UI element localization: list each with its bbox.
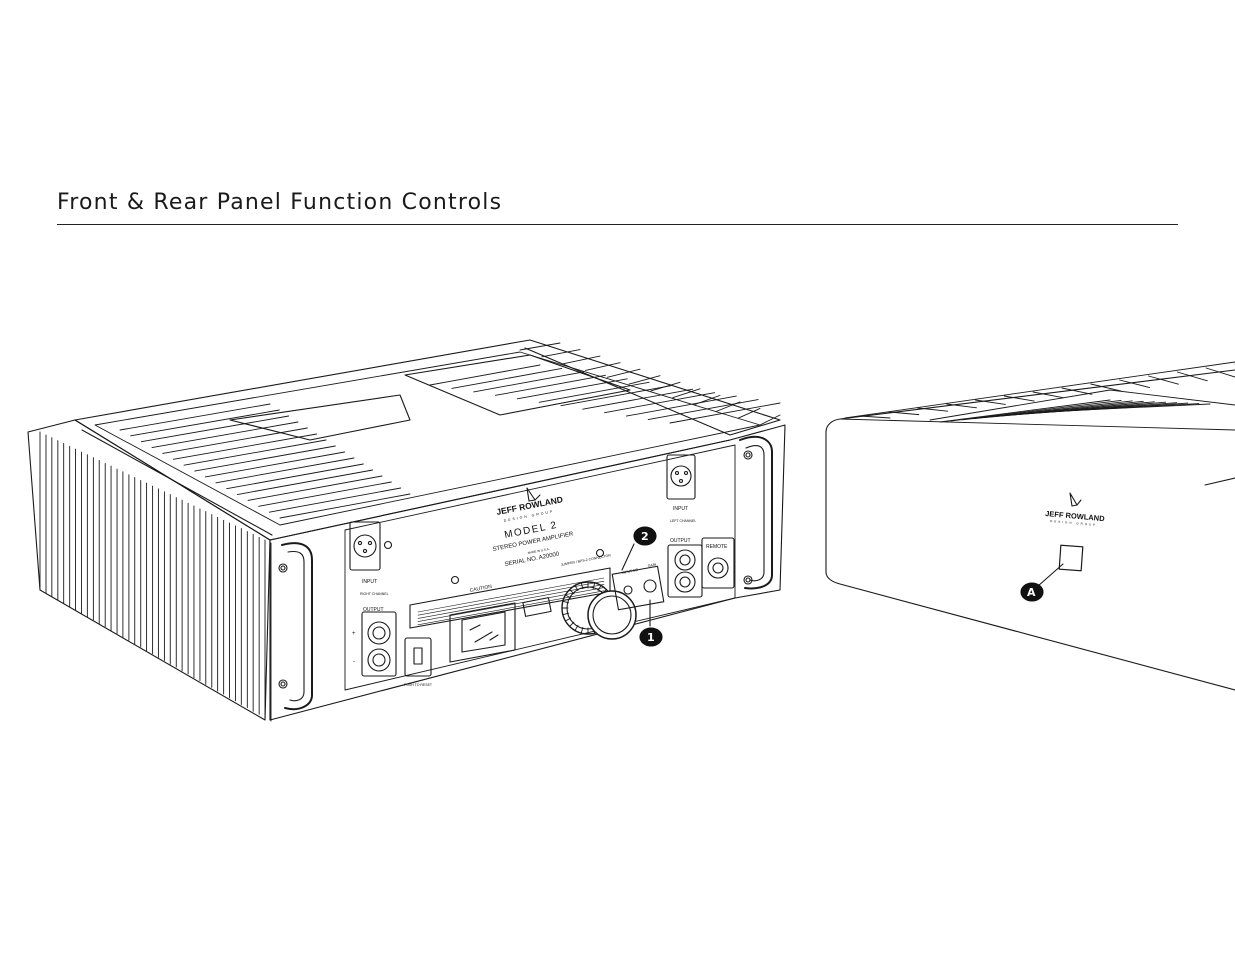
- callout-2-marker: 2: [633, 526, 657, 546]
- callout-1-marker: 1: [639, 627, 663, 647]
- jumper-label: JUMPER / BPS-2 CONNECTOR: [560, 553, 611, 567]
- made-in-label: MADE IN U.S.A.: [527, 547, 550, 555]
- standby-button: [1058, 544, 1084, 572]
- title-divider: [57, 224, 1178, 225]
- remote-label: REMOTE: [706, 544, 728, 550]
- svg-text:1: 1: [647, 631, 655, 644]
- input-left-label: INPUT: [673, 506, 688, 512]
- page-title: Front & Rear Panel Function Controls: [57, 190, 503, 215]
- caution-title: CAUTION: [469, 584, 493, 594]
- right-channel-label: RIGHT CHANNEL: [360, 592, 389, 596]
- gain-label: GAIN: [647, 562, 657, 568]
- svg-text:2: 2: [641, 530, 649, 543]
- front-brand-sub-label: DESIGN GROUP: [1050, 519, 1098, 527]
- push-to-reset-label: PUSH TO RESET: [404, 683, 433, 687]
- front-amplifier: JEFF ROWLAND DESIGN GROUP A: [825, 361, 1235, 691]
- input-right-label: INPUT: [362, 579, 377, 585]
- left-channel-label: LEFT CHANNEL: [670, 519, 696, 523]
- plus-label: +: [352, 631, 356, 637]
- output-left-label: OUTPUT: [670, 538, 691, 544]
- minus-label: -: [353, 659, 355, 665]
- svg-text:A: A: [1027, 586, 1036, 599]
- callout-a-marker: A: [1020, 582, 1044, 602]
- rear-amplifier: JEFF ROWLAND DESIGN GROUP MODEL 2 STEREO…: [27, 339, 786, 722]
- input-mode-label: INPUT MD: [621, 568, 639, 575]
- output-right-label: OUTPUT: [363, 607, 384, 613]
